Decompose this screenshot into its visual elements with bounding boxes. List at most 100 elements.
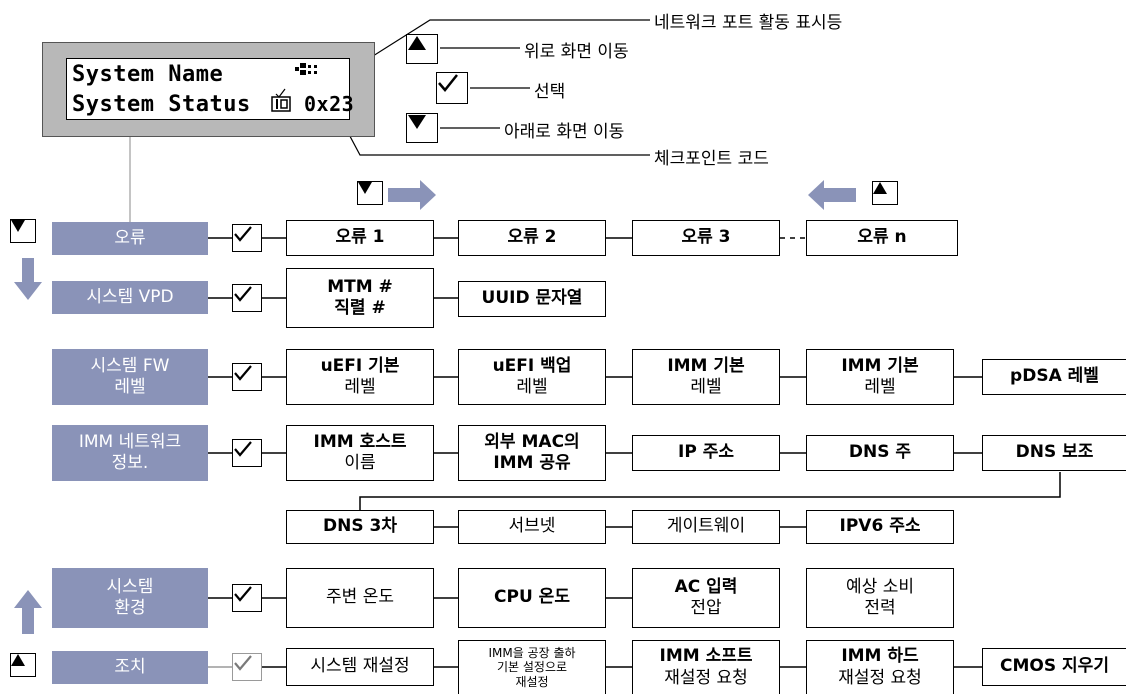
menu-item-ipv6[interactable]: IPV6 주소 xyxy=(806,510,954,544)
menu-item-error-2[interactable]: 오류 2 xyxy=(458,220,606,256)
menu-item-label: 오류 2 xyxy=(507,227,557,248)
category-label: 오류 xyxy=(114,227,146,248)
scroll-down-button[interactable] xyxy=(406,113,438,143)
menu-item-gateway[interactable]: 게이트웨이 xyxy=(632,510,780,544)
triangle-down-icon xyxy=(11,220,25,232)
select-checkbox[interactable] xyxy=(232,439,262,467)
triangle-down-icon xyxy=(358,182,372,194)
menu-item-label: DNS 3차 xyxy=(323,516,397,537)
menu-item-label: 레벨 xyxy=(114,377,146,397)
select-checkbox[interactable] xyxy=(232,284,262,312)
menu-item-ip-address[interactable]: IP 주소 xyxy=(632,435,780,471)
menu-item-label: 시스템 xyxy=(106,576,154,597)
right-arrow-icon xyxy=(388,180,436,210)
menu-item-label: IMM 하드 xyxy=(841,646,919,667)
menu-item-label: IP 주소 xyxy=(678,442,734,463)
checkmark-icon xyxy=(234,586,252,602)
menu-item-label: pDSA 레벨 xyxy=(1010,366,1099,387)
menu-item-label: AC 입력 xyxy=(674,576,738,597)
menu-item-label: 직렬 # xyxy=(334,298,386,318)
nav-up-button-top[interactable] xyxy=(872,181,898,205)
category-system-vpd[interactable]: 시스템 VPD xyxy=(52,281,208,314)
category-label: 시스템 VPD xyxy=(86,286,174,307)
menu-item-label: 전압 xyxy=(690,598,722,618)
nav-down-button-left[interactable] xyxy=(10,219,36,243)
checkmark-icon xyxy=(234,226,252,242)
triangle-up-icon xyxy=(408,36,426,50)
menu-item-label: 레벨 xyxy=(516,377,548,397)
menu-item-label: IMM 네트워크 xyxy=(78,431,182,452)
checkmark-icon xyxy=(438,74,458,92)
menu-item-error-3[interactable]: 오류 3 xyxy=(632,220,780,256)
menu-item-error-1[interactable]: 오류 1 xyxy=(286,220,434,256)
lcd-system-status: System Status xyxy=(72,92,251,117)
menu-item-pdsa[interactable]: pDSA 레벨 xyxy=(982,359,1126,395)
menu-item-label: MTM # xyxy=(327,276,393,297)
menu-item-dns-primary[interactable]: DNS 주 xyxy=(806,435,954,471)
menu-item-label: uEFI 백업 xyxy=(492,355,572,376)
select-checkbox[interactable] xyxy=(232,584,262,612)
select-checkbox[interactable] xyxy=(232,224,262,252)
menu-item-clear-cmos[interactable]: CMOS 지우기 xyxy=(982,648,1126,686)
menu-item-label: 조치 xyxy=(114,656,146,677)
menu-item-uuid[interactable]: UUID 문자열 xyxy=(458,281,606,317)
checkmark-icon xyxy=(234,655,252,671)
menu-item-cpu-temp[interactable]: CPU 온도 xyxy=(458,568,606,628)
menu-item-system-reset[interactable]: 시스템 재설정 xyxy=(286,648,434,686)
menu-item-label: IMM 호스트 xyxy=(313,431,407,452)
menu-item-error-n[interactable]: 오류 n xyxy=(806,220,958,256)
menu-item-mtm-serial[interactable]: MTM #직렬 # xyxy=(286,268,434,328)
checkmark-icon xyxy=(234,286,252,302)
left-arrow-icon xyxy=(808,180,856,210)
menu-item-label: 시스템 FW xyxy=(90,355,170,376)
menu-item-label: DNS 보조 xyxy=(1015,442,1094,463)
callout-select: 선택 xyxy=(534,82,566,102)
menu-item-label: 주변 온도 xyxy=(326,587,394,608)
menu-item-dns-secondary[interactable]: DNS 보조 xyxy=(982,435,1126,471)
menu-item-label: 정보. xyxy=(111,453,149,473)
select-checkbox[interactable] xyxy=(232,653,262,681)
callout-scroll-down: 아래로 화면 이동 xyxy=(504,122,625,142)
menu-item-label: 재설정 xyxy=(515,674,549,689)
nav-up-button-left[interactable] xyxy=(10,653,36,677)
menu-item-subnet[interactable]: 서브넷 xyxy=(458,510,606,544)
menu-item-label: 오류 3 xyxy=(681,227,731,248)
scroll-up-button[interactable] xyxy=(406,34,438,64)
menu-item-label: DNS 주 xyxy=(848,442,912,463)
menu-item-dns-tertiary[interactable]: DNS 3차 xyxy=(286,510,434,544)
callout-network-port: 네트워크 포트 활동 표시등 xyxy=(654,13,843,33)
select-checkbox[interactable] xyxy=(232,363,262,391)
category-errors[interactable]: 오류 xyxy=(52,222,208,255)
menu-item-label: IMM을 공장 출하 xyxy=(488,645,576,660)
menu-item-label: 재설정 요청 xyxy=(838,667,922,688)
menu-item-label: 레벨 xyxy=(690,377,722,397)
menu-item-ambient-temp[interactable]: 주변 온도 xyxy=(286,568,434,628)
triangle-down-icon xyxy=(408,115,426,129)
menu-item-label: 기본 설정으로 xyxy=(496,660,568,675)
select-button[interactable] xyxy=(436,72,468,104)
category-actions[interactable]: 조치 xyxy=(52,651,208,684)
menu-item-label: 이름 xyxy=(344,453,376,473)
menu-item-label: IMM 기본 xyxy=(841,355,919,376)
menu-item-label: 환경 xyxy=(114,598,146,618)
menu-item-label: IMM 소프트 xyxy=(659,646,753,667)
nav-down-button-top[interactable] xyxy=(357,181,383,205)
lcd-screen xyxy=(66,58,350,120)
menu-item-label: 시스템 재설정 xyxy=(310,656,410,677)
menu-item-label: uEFI 기본 xyxy=(320,355,400,376)
